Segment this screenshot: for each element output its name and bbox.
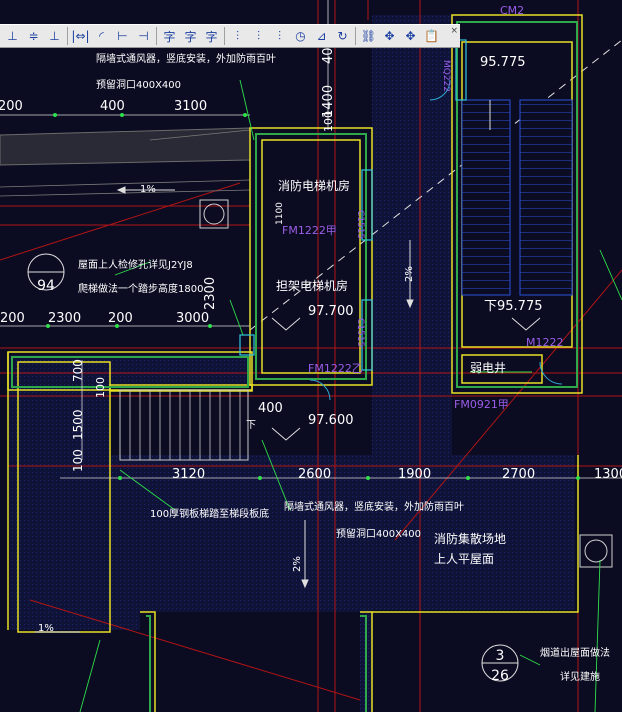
roof-ref-1: 烟道出屋面做法 — [540, 646, 610, 659]
detail-94-bottom: 94 — [37, 278, 55, 294]
link-icon[interactable]: ⛓ — [360, 29, 377, 43]
dim-bottom-1: 2600 — [298, 467, 331, 482]
note-roof-1: 屋面上人检修孔详见J2YJ8 — [78, 258, 193, 271]
dim-vert-top-1: 100 — [322, 111, 335, 132]
dim-top-2: 3100 — [174, 99, 207, 114]
door-fm1222-b: FM1222乙 — [308, 362, 363, 375]
dim-left-vert-1: 100 — [94, 377, 107, 398]
note-roof-2: 爬梯做法一个踏步高度1800 — [78, 282, 203, 295]
dim-bottom-3: 2700 — [502, 467, 535, 482]
room-fire-elevator: 消防电梯机房 — [278, 178, 350, 193]
move-icon[interactable]: ✥ — [384, 29, 395, 43]
align-bottom-icon[interactable]: ⊥ — [7, 29, 18, 43]
toolbar-separator — [355, 27, 356, 45]
window-c1515-a: C1515 — [355, 210, 365, 239]
dim-mid-2: 200 — [108, 311, 133, 326]
align-center-icon[interactable]: |⇔| — [71, 29, 90, 43]
dim-vert-top-0: 1400 — [321, 85, 336, 118]
align-baseline-icon[interactable]: ⊥ — [49, 29, 60, 43]
window-c1515-b: C1515 — [355, 318, 365, 347]
fire-area-2: 上人平屋面 — [434, 552, 494, 566]
door-cm2: CM2 — [500, 4, 524, 17]
dim-top-1: 400 — [100, 99, 125, 114]
roof-hatch-main — [8, 355, 575, 712]
pan-icon[interactable]: ✥ — [405, 29, 416, 43]
door-fm0921: FM0921甲 — [454, 398, 509, 411]
stair-lower — [119, 389, 249, 461]
dim-mid-1: 2300 — [48, 311, 81, 326]
multi-dimension-icon[interactable]: ⫶ — [235, 28, 239, 43]
elev-95775: 95.775 — [480, 55, 526, 70]
stair-down: 下 — [246, 420, 256, 431]
dim-1100: 1100 — [275, 202, 285, 225]
room-weak-shaft: 弱电井 — [470, 361, 506, 375]
text-replace-icon[interactable]: 字 — [205, 29, 218, 44]
slope-1: 1% — [140, 184, 156, 195]
slope-2: 2% — [404, 266, 415, 282]
window-mq: MQ222 — [441, 60, 451, 92]
dim-left-vert-0: 700 — [71, 359, 85, 382]
dimension-break-icon[interactable]: ⫶ — [256, 28, 260, 43]
arc-dimension-icon[interactable]: ◜ — [99, 29, 104, 43]
note-mid-1: 隔墙式通风器，竖底安装，外加防雨百叶 — [284, 500, 464, 513]
note-mid-2: 预留洞口400X400 — [336, 527, 421, 540]
room-stretcher-elevator: 担架电梯机房 — [276, 278, 348, 293]
elev-97700: 97.700 — [308, 304, 354, 319]
dim-bottom-4: 1300 — [594, 467, 622, 482]
dim-mid-0: 200 — [0, 311, 25, 326]
note-top-1: 隔墙式通风器，竖底安装，外加防雨百叶 — [96, 52, 276, 65]
close-icon[interactable]: × — [450, 26, 458, 36]
chain-dimension-icon[interactable]: ⊢ — [117, 29, 128, 43]
dim-left-vert-2: 1500 — [71, 409, 85, 440]
dimension-join-icon[interactable]: ⫶ — [277, 28, 281, 43]
stair-flight-left — [461, 99, 511, 296]
corridor-hatch — [372, 15, 452, 455]
text-edit-icon[interactable]: 字 — [184, 29, 197, 44]
dashed-line — [249, 39, 622, 331]
dim-bottom-0: 3120 — [172, 467, 205, 482]
detail-3-bottom: 26 — [491, 668, 509, 684]
continuous-dimension-icon[interactable]: ⊣ — [138, 29, 149, 43]
detail-3-top: 3 — [496, 648, 505, 664]
cad-text-toolbar: ⊥≑⊥|⇔|◜⊢⊣字字字⫶⫶⫶◷⊿↻⛓✥✥📋 × — [0, 24, 460, 48]
radius-dimension-icon[interactable]: ◷ — [295, 29, 306, 43]
dim-mid-3: 3000 — [176, 311, 209, 326]
paste-icon[interactable]: 📋 — [424, 29, 439, 43]
dim-bottom-2: 1900 — [398, 467, 431, 482]
toolbar-separator — [224, 27, 225, 45]
door-fm1222-a: FM1222甲 — [282, 224, 337, 237]
rotate-icon[interactable]: ↻ — [337, 29, 348, 43]
toolbar-separator — [156, 27, 157, 45]
dim-left-vert-3: 100 — [71, 449, 85, 472]
note-top-2: 预留洞口400X400 — [96, 78, 181, 91]
slope-4: 1% — [38, 623, 54, 634]
dim-400: 400 — [258, 401, 283, 416]
elev-95775-b: 下95.775 — [484, 299, 543, 314]
text-style-icon[interactable]: 字 — [163, 29, 176, 44]
note-stair: 100厚钢板梯踏至梯段板底 — [150, 507, 269, 520]
roof-ref-2: 详见建施 — [560, 670, 600, 683]
door-m1222: M1222 — [526, 336, 564, 349]
stair-flight-right — [519, 99, 573, 296]
fire-area-1: 消防集散场地 — [434, 531, 506, 546]
dim-2300: 2300 — [203, 277, 218, 310]
align-middle-icon[interactable]: ≑ — [28, 29, 39, 43]
toolbar-separator — [67, 27, 68, 45]
elev-97600: 97.600 — [308, 413, 354, 428]
elevation-icon[interactable]: ⊿ — [316, 29, 327, 43]
slope-3: 2% — [292, 556, 303, 572]
dim-top-0: 200 — [0, 99, 23, 114]
